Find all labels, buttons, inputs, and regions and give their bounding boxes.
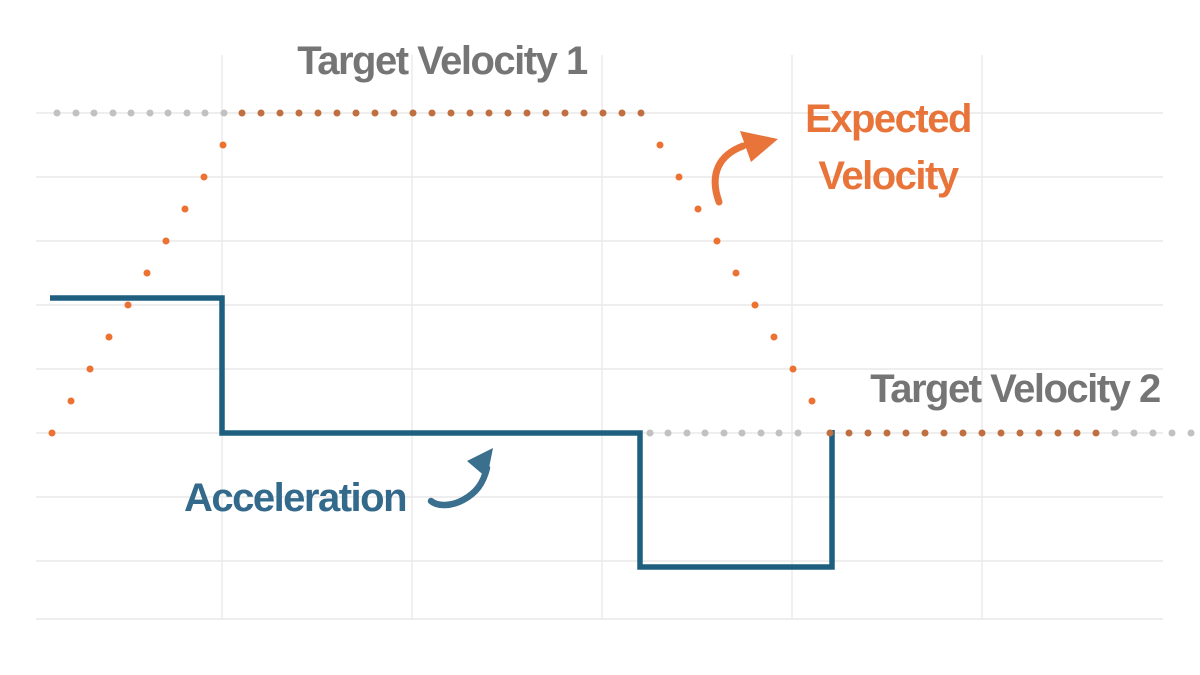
expected-velocity-rise-dots-dot — [181, 205, 189, 213]
target-velocity-1-orange-dots-dot — [257, 109, 265, 117]
target-velocity-1-orange-dots-dot — [523, 109, 531, 117]
target-velocity-1-gray-dots-dot — [146, 109, 154, 117]
target-velocity-2-gray-dots-left-dot — [757, 429, 765, 437]
expected-velocity-fall-dots-dot — [713, 237, 721, 245]
expected-velocity-fall-dots-dot — [808, 397, 816, 405]
target-velocity-1-gray-dots-dot — [72, 109, 80, 117]
target-velocity-2-gray-dots-left-dot — [738, 429, 746, 437]
target-velocity-2-gray-dots-right-dot — [1130, 429, 1138, 437]
label-expected-velocity-line2: Velocity — [818, 154, 959, 198]
target-velocity-2-gray-dots-left-dot — [720, 429, 728, 437]
label-acceleration: Acceleration — [183, 476, 408, 520]
expected-velocity-rise-dots-dot — [86, 365, 94, 373]
expected-velocity-arrow-head — [740, 131, 778, 162]
expected-velocity-rise-dots-dot — [105, 333, 113, 341]
acceleration-line — [50, 295, 835, 570]
label-expected-velocity-line1: Expected — [805, 97, 972, 141]
target-velocity-2-orange-dots-dot — [1092, 429, 1100, 437]
expected-velocity-rise-dots-dot — [143, 269, 151, 277]
target-velocity-1-orange-dots-dot — [580, 109, 588, 117]
target-velocity-1-orange-dots-dot — [352, 109, 360, 117]
expected-velocity-rise-dots-dot — [48, 429, 56, 437]
target-velocity-2-gray-dots-right-dot — [1111, 429, 1119, 437]
target-velocity-1-gray-dots-dot — [53, 109, 61, 117]
target-velocity-2-gray-dots-left-dot — [683, 429, 691, 437]
expected-velocity-rise-dots-dot — [124, 301, 132, 309]
target-velocity-2-orange-dots-dot — [959, 429, 967, 437]
target-velocity-1-gray-dots-dot — [90, 109, 98, 117]
expected-velocity-rise-dots-dot — [162, 237, 170, 245]
target-velocity-2-gray-dots-left-dot — [646, 429, 654, 437]
target-velocity-1-gray-dots-dot — [109, 109, 117, 117]
target-velocity-1-orange-dots-dot — [238, 109, 246, 117]
target-velocity-2-orange-dots-dot — [997, 429, 1005, 437]
target-velocity-2-orange-dots-dot — [1054, 429, 1062, 437]
target-velocity-1-orange-dots-dot — [314, 109, 322, 117]
target-velocity-1-gray-dots-dot — [183, 109, 191, 117]
expected-velocity-fall-dots-dot — [770, 333, 778, 341]
target-velocity-2-orange-dots-dot — [864, 429, 872, 437]
target-velocity-2-gray-dots-left-dot — [701, 429, 709, 437]
target-velocity-2-orange-dots-dot — [1073, 429, 1081, 437]
target-velocity-1-orange-dots-dot — [637, 109, 645, 117]
target-velocity-1-gray-dots-dot — [127, 109, 135, 117]
target-velocity-1-orange-dots-dot — [466, 109, 474, 117]
target-velocity-1-orange-dots-dot — [599, 109, 607, 117]
expected-velocity-fall-dots-dot — [656, 141, 664, 149]
target-velocity-2-gray-dots-left-dot — [664, 429, 672, 437]
target-velocity-2-orange-dots-dot — [940, 429, 948, 437]
target-velocity-2-orange-dots-dot — [845, 429, 853, 437]
target-velocity-1-orange-dots-dot — [371, 109, 379, 117]
target-velocity-1-orange-dots-dot — [485, 109, 493, 117]
target-velocity-1-orange-dots-dot — [504, 109, 512, 117]
label-expected-velocity: Expected Velocity — [780, 91, 996, 205]
target-velocity-2-gray-dots-right-dot — [1187, 429, 1195, 437]
target-velocity-2-orange-dots-dot — [1035, 429, 1043, 437]
target-velocity-2-gray-dots-left-dot — [794, 429, 802, 437]
target-velocity-1-orange-dots-dot — [447, 109, 455, 117]
expected-velocity-fall-dots-dot — [751, 301, 759, 309]
acceleration-arrow-head — [467, 448, 493, 478]
label-target-velocity-1: Target Velocity 1 — [297, 39, 588, 83]
label-target-velocity-2: Target Velocity 2 — [870, 367, 1161, 411]
target-velocity-1-gray-dots-dot — [220, 109, 228, 117]
expected-velocity-rise-dots-dot — [67, 397, 75, 405]
target-velocity-1-orange-dots-dot — [409, 109, 417, 117]
target-velocity-1-orange-dots-dot — [561, 109, 569, 117]
target-velocity-2-gray-dots-right-dot — [1149, 429, 1157, 437]
expected-velocity-fall-dots-dot — [789, 365, 797, 373]
target-velocity-2-orange-dots-dot — [902, 429, 910, 437]
target-velocity-2-orange-dots-dot — [921, 429, 929, 437]
target-velocity-1-orange-dots-dot — [390, 109, 398, 117]
target-velocity-1-orange-dots-dot — [333, 109, 341, 117]
target-velocity-2-orange-dots-dot — [978, 429, 986, 437]
target-velocity-1-orange-dots-dot — [276, 109, 284, 117]
target-velocity-1-gray-dots-dot — [201, 109, 209, 117]
target-velocity-1-orange-dots-dot — [428, 109, 436, 117]
target-velocity-2-gray-dots-right-dot — [1168, 429, 1176, 437]
expected-velocity-fall-dots-dot — [694, 205, 702, 213]
target-velocity-2-orange-dots-dot — [826, 429, 834, 437]
expected-velocity-rise-dots-dot — [200, 173, 208, 181]
target-velocity-1-orange-dots-dot — [618, 109, 626, 117]
expected-velocity-arrow-tail — [711, 142, 747, 206]
target-velocity-1-gray-dots-dot — [164, 109, 172, 117]
target-velocity-1-orange-dots-dot — [295, 109, 303, 117]
acceleration-arrow-tail — [427, 464, 491, 509]
target-velocity-2-gray-dots-left-dot — [775, 429, 783, 437]
target-velocity-2-orange-dots-dot — [1016, 429, 1024, 437]
target-velocity-1-orange-dots-dot — [542, 109, 550, 117]
expected-velocity-fall-dots-dot — [675, 173, 683, 181]
expected-velocity-fall-dots-dot — [732, 269, 740, 277]
expected-velocity-rise-dots-dot — [219, 141, 227, 149]
target-velocity-2-orange-dots-dot — [883, 429, 891, 437]
